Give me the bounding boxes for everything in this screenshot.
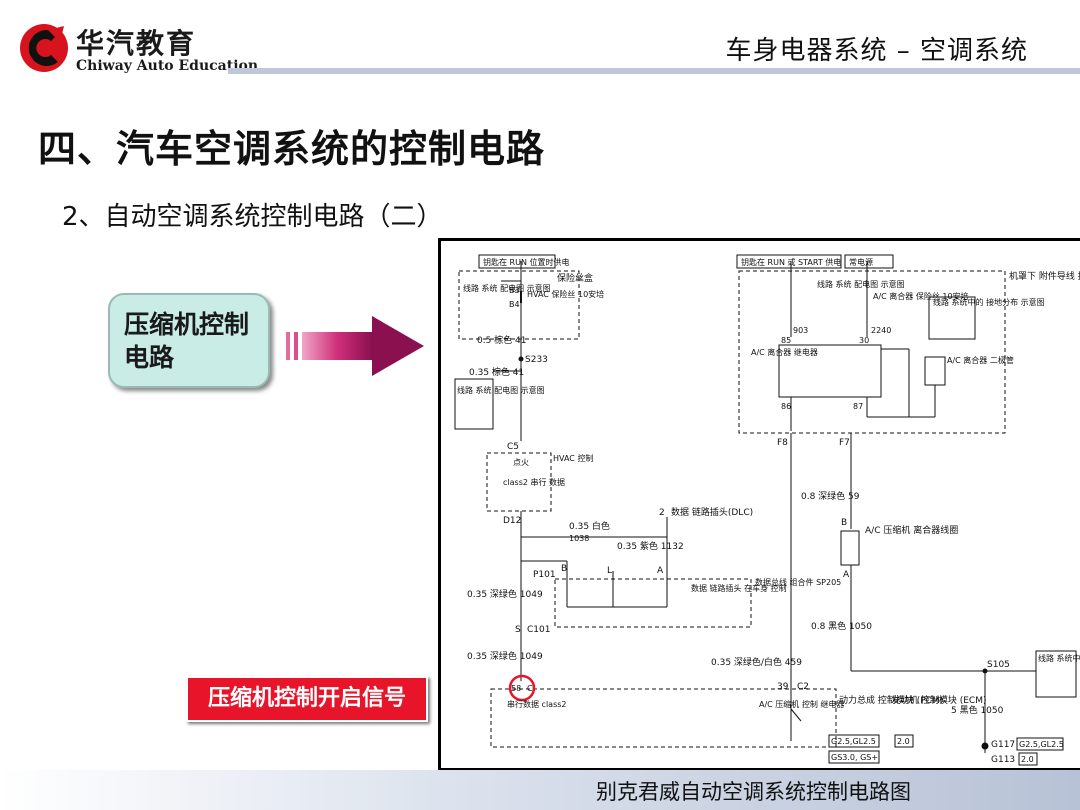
section-subtitle: 2、自动空调系统控制电路（二） — [62, 202, 443, 232]
ground-variant-2: 2.0 — [1021, 755, 1034, 764]
pin-c1: C — [527, 684, 533, 693]
page-title: 四、汽车空调系统的控制电路 — [38, 127, 546, 171]
pin-85: 85 — [781, 336, 791, 345]
left-supply-label: 钥匙在 RUN 位置时供电 — [483, 257, 569, 267]
pin-58: 58 — [511, 684, 521, 693]
pin-86: 86 — [781, 402, 791, 411]
wiring-ref-2: 线路 系统 配电图 示意图 — [457, 385, 545, 395]
ac-clutch-label: A/C 压缩机 离合器线圈 — [865, 524, 958, 536]
highlight-circle — [508, 674, 536, 702]
wire-1132: 0.35 紫色 1132 — [617, 540, 684, 552]
logo-icon — [20, 24, 68, 72]
ignition-label: 点火 — [513, 458, 529, 467]
wiring-ref-3: 线路 系统 配电图 示意图 — [817, 279, 905, 289]
class2-label: 串行数据 class2 — [507, 699, 567, 709]
f8-label: F8 — [777, 438, 788, 448]
wire-1050a: 0.8 黑色 1050 — [811, 620, 872, 632]
c101-label: C101 — [527, 625, 550, 635]
ecm-label: 发动机 控制模块 (ECM) — [891, 694, 986, 706]
gs-variant: GS3.0, GS+ — [831, 753, 878, 762]
logo-text-cn: 华汽教育 — [76, 27, 197, 60]
wiring-diagram-frame — [438, 238, 1080, 771]
wiring-ref-1: 线路 系统 配电图 示意图 — [463, 283, 551, 293]
ecm-variant: 2.0 — [897, 737, 910, 746]
callout-text: 压缩机控制电路 — [124, 310, 250, 372]
header-title: 车身电器系统 – 空调系统 — [725, 36, 1028, 66]
pin-87: 87 — [853, 402, 863, 411]
dlc-pin: 2 — [659, 508, 665, 518]
wire-41b: 0.35 棕色 41 — [469, 366, 524, 378]
wire-459: 0.35 深绿色/白色 459 — [711, 656, 802, 668]
s105-label: S105 — [987, 660, 1010, 670]
header-divider — [228, 68, 1080, 74]
underhood-label: 机罩下 附件导线 接线盒 — [1009, 270, 1080, 282]
pin-l: L — [607, 566, 612, 576]
wire-1049a: 0.35 深绿色 1049 — [467, 588, 543, 600]
wiring-ref-4: 线路 系统中的 接地分布 示意图 — [933, 297, 1045, 307]
p101-label: P101 — [533, 570, 556, 580]
wire-903: 903 — [793, 326, 808, 335]
clutch-pin-a: A — [843, 570, 850, 580]
wire-1038: 0.35 白色 — [569, 520, 610, 532]
wiring-diagram: 钥匙在 RUN 位置时供电 保险丝盒 B3 B4 HVAC 保险丝 10安培 线… — [454, 254, 1080, 766]
b4-label: B4 — [509, 300, 520, 309]
fusebox-label: 保险丝盒 — [557, 272, 593, 284]
pin-b: B — [561, 564, 567, 574]
compressor-relay-label: A/C 压缩机 控制 继电器 — [759, 699, 844, 709]
arrow-right-icon — [286, 316, 424, 376]
right-supply-label: 钥匙在 RUN 或 START 供电 — [741, 257, 841, 267]
logo-text-en: Chiway Auto Education — [76, 58, 259, 74]
wire-1050b: 5 黑色 1050 — [951, 704, 1004, 716]
wire-41a: 0.5 棕色 41 — [477, 334, 527, 346]
c5-label: C5 — [507, 442, 519, 452]
c2-pin-39: 39 — [777, 682, 789, 692]
hvac-fuse-label: HVAC 保险丝 10安培 — [527, 289, 604, 299]
dlc-label: 数据 链路插头(DLC) — [671, 506, 753, 518]
footer-band — [0, 770, 1080, 810]
g113-label: G113 — [991, 755, 1015, 765]
battery-supply-label: 常电源 — [849, 257, 873, 267]
c101-s: S — [515, 625, 521, 635]
wire-1049b: 0.35 深绿色 1049 — [467, 650, 543, 662]
pcm-variant: G2.5,GL2.5 — [831, 737, 876, 746]
diagram-caption: 别克君威自动空调系统控制电路图 — [596, 780, 911, 804]
ac-relay-label: A/C 离合器 继电器 — [751, 347, 818, 357]
pin-30: 30 — [859, 336, 869, 345]
pin-a: A — [657, 566, 664, 576]
wiring-ref-5: 线路 系统中的 接地分布 示意图 — [1038, 653, 1080, 663]
wire-1038-num: 1038 — [569, 534, 589, 543]
clutch-pin-b: B — [841, 518, 847, 528]
ac-diode-label: A/C 离合器 二极管 — [947, 355, 1014, 365]
f7-label: F7 — [839, 438, 850, 448]
pcm-label: 动力总成 控制模块 (PCM) — [839, 694, 943, 706]
ac-fuse-label: A/C 离合器 保险丝 10安培 — [873, 291, 969, 301]
signal-label: 压缩机控制开启信号 — [186, 676, 428, 722]
data-bus-assy-label: 数据总线 组合件 SP205 — [755, 577, 841, 587]
splice-s233: S233 — [525, 355, 548, 365]
b3-label: B3 — [509, 286, 520, 295]
class2-serial-label: class2 串行 数据 — [503, 477, 565, 487]
ground-variant-1: G2.5,GL2.5 — [1019, 740, 1064, 749]
hvac-control-label: HVAC 控制 — [553, 453, 593, 463]
g117-label: G117 — [991, 740, 1015, 750]
callout-box — [108, 293, 270, 388]
c2-label: C2 — [797, 682, 809, 692]
d12-label: D12 — [503, 516, 521, 526]
wire-59: 0.8 深绿色 59 — [801, 490, 860, 502]
data-link-body-label: 数据 链路插头 在车身 控制 — [691, 583, 787, 593]
wire-2240: 2240 — [871, 326, 891, 335]
